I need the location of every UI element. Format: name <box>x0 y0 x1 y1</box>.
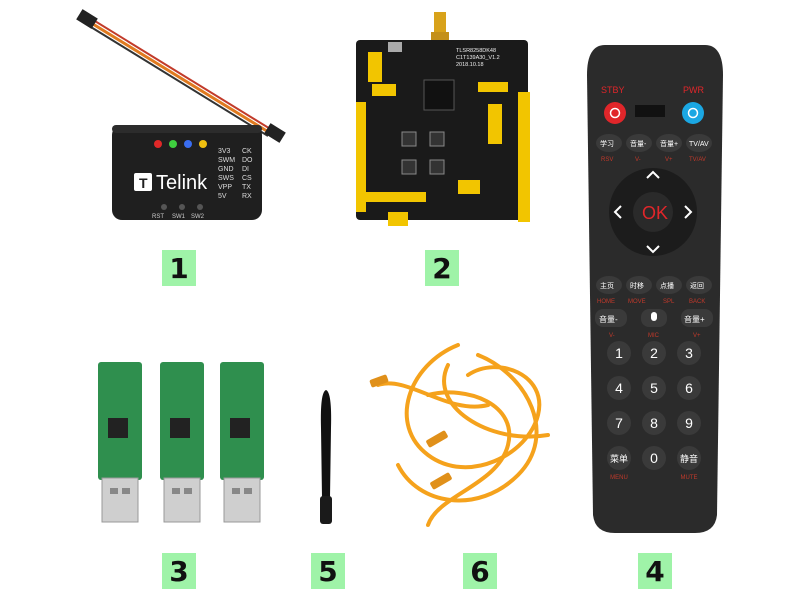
usb-dongle <box>160 362 204 523</box>
led-yellow <box>199 140 207 148</box>
pin-label: DO <box>242 157 253 164</box>
ok-label: OK <box>642 203 668 223</box>
key-sub-label: MOVE <box>628 299 646 305</box>
key-9[interactable]: 9 <box>685 415 693 431</box>
pin-label: 5V <box>218 193 227 200</box>
badge-4: 4 <box>638 553 672 589</box>
usb-dongle <box>98 362 142 523</box>
programmer-box <box>112 125 262 220</box>
dev-board-illustration: TLSR8258DK48 C1T139A30_V1.2 2018.10.18 <box>356 12 530 226</box>
key-volume-down-large[interactable]: 音量- <box>599 314 618 324</box>
pin-label: SWM <box>218 157 235 164</box>
key-1[interactable]: 1 <box>615 345 623 361</box>
pin-label: RX <box>242 193 252 200</box>
stby-label: STBY <box>601 85 625 95</box>
key-sub-label: TV/AV <box>689 157 706 163</box>
led-green <box>169 140 177 148</box>
item-1-programmer: T Telink 3V3 SWM GND SWS VPP 5V CK DO DI… <box>70 5 310 235</box>
jumper-cable <box>76 9 286 143</box>
key-home[interactable]: 主页 <box>600 281 614 290</box>
item-6-usb-cables <box>368 335 568 535</box>
ok-button[interactable] <box>633 192 673 232</box>
key-0[interactable]: 0 <box>650 450 658 466</box>
pin-label: CS <box>242 175 252 182</box>
antenna-illustration <box>320 390 332 524</box>
key-sub-label: MUTE <box>681 475 698 481</box>
key-volume-down[interactable]: 音量- <box>630 139 647 148</box>
badge-6: 6 <box>463 553 497 589</box>
pin-label: VPP <box>218 184 232 191</box>
up-arrow-icon <box>646 170 660 179</box>
key-tv-av[interactable]: TV/AV <box>689 141 709 148</box>
key-sub-label: HOME <box>597 299 615 305</box>
key-sub-label: V- <box>635 157 641 163</box>
badge-5: 5 <box>311 553 345 589</box>
pwr-label: PWR <box>683 85 704 95</box>
sma-antenna-connector <box>434 12 446 34</box>
key-3[interactable]: 3 <box>685 345 693 361</box>
board-label: TLSR8258DK48 <box>456 48 496 54</box>
key-sub-label: V+ <box>665 157 673 163</box>
pin-label: CK <box>242 148 252 155</box>
key-sub-label: MENU <box>610 475 628 481</box>
key-volume-up[interactable]: 音量+ <box>660 139 678 148</box>
pin-label: TX <box>242 184 251 191</box>
pin-label: SWS <box>218 175 234 182</box>
led-blue <box>184 140 192 148</box>
button-label: SW2 <box>191 214 205 220</box>
led-red <box>154 140 162 148</box>
item-3-usb-dongles <box>88 358 278 528</box>
usb-dongles-illustration <box>98 362 264 523</box>
key-4[interactable]: 4 <box>615 380 623 396</box>
item-5-antenna <box>312 388 340 528</box>
item-4-remote: STBY PWR 学习 音量- 音量+ TV/AV RSV V- V+ TV/A… <box>585 45 725 535</box>
pin-label: GND <box>218 166 234 173</box>
key-sub-label: MIC <box>648 333 660 339</box>
remote-illustration: STBY PWR 学习 音量- 音量+ TV/AV RSV V- V+ TV/A… <box>587 45 723 533</box>
board-date: 2018.10.18 <box>456 62 484 68</box>
standby-button[interactable] <box>604 102 626 124</box>
down-arrow-icon <box>646 245 660 254</box>
key-sub-label: RSV <box>601 157 613 163</box>
key-playback[interactable]: 点播 <box>660 281 674 290</box>
telink-logo-icon <box>134 173 152 191</box>
badge-2: 2 <box>425 250 459 286</box>
badge-1: 1 <box>162 250 196 286</box>
key-move[interactable]: 时移 <box>630 281 644 290</box>
key-volume-up-large[interactable]: 音量+ <box>684 314 705 324</box>
svg-text:T: T <box>139 175 148 191</box>
key-sub-label: V+ <box>693 333 701 339</box>
key-menu[interactable]: 菜单 <box>610 453 628 464</box>
left-arrow-icon <box>613 205 622 219</box>
brand-label: Telink <box>156 172 208 194</box>
key-8[interactable]: 8 <box>650 415 658 431</box>
key-2[interactable]: 2 <box>650 345 658 361</box>
key-6[interactable]: 6 <box>685 380 693 396</box>
key-mute[interactable]: 静音 <box>680 453 698 464</box>
right-arrow-icon <box>684 205 693 219</box>
key-5[interactable]: 5 <box>650 380 658 396</box>
item-2-dev-board: TLSR8258DK48 C1T139A30_V1.2 2018.10.18 <box>348 12 538 234</box>
mcu-chip <box>423 79 455 111</box>
key-7[interactable]: 7 <box>615 415 623 431</box>
usb-cables-illustration <box>369 343 550 527</box>
pin-label: DI <box>242 166 249 173</box>
key-sub-label: SPL <box>663 299 675 305</box>
number-pad: 1 2 3 4 5 6 7 8 9 <box>607 341 701 435</box>
key-sub-label: BACK <box>689 299 705 305</box>
board-version: C1T139A30_V1.2 <box>456 55 500 61</box>
power-button[interactable] <box>682 102 704 124</box>
pin-label: 3V3 <box>218 148 231 155</box>
button-label: SW1 <box>172 214 186 220</box>
programmer-illustration: T Telink 3V3 SWM GND SWS VPP 5V CK DO DI… <box>76 9 286 220</box>
key-learn[interactable]: 学习 <box>600 139 614 148</box>
usb-dongle <box>220 362 264 523</box>
button-label: RST <box>152 214 164 220</box>
key-back[interactable]: 返回 <box>690 282 704 290</box>
mic-icon <box>651 312 657 321</box>
key-sub-label: V- <box>609 333 615 339</box>
badge-3: 3 <box>162 553 196 589</box>
